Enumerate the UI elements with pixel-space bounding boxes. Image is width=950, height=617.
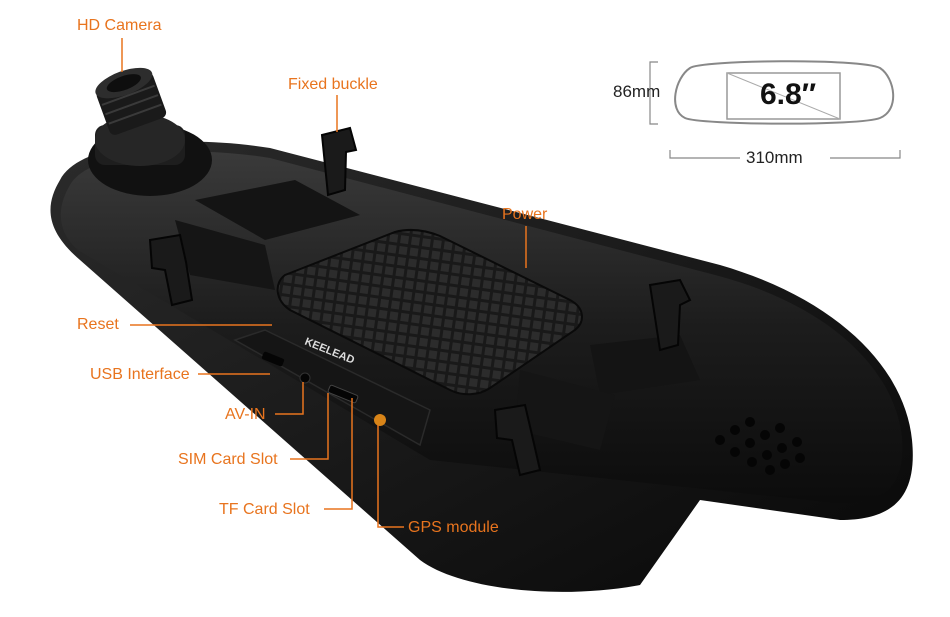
callout-lines xyxy=(121,38,527,528)
port-panel: KEELEAD xyxy=(233,329,431,447)
av-in-label: AV-IN xyxy=(225,406,266,423)
reset-label: Reset xyxy=(77,316,119,333)
tf-card-slot-label: TF Card Slot xyxy=(219,501,310,518)
width-dimension: 310mm xyxy=(746,148,803,167)
power-label: Power xyxy=(502,206,548,223)
speaker-grille xyxy=(715,417,805,475)
gps-module-label: GPS module xyxy=(408,519,499,536)
hd-camera-label: HD Camera xyxy=(77,17,162,34)
usb-interface-label: USB Interface xyxy=(90,366,190,383)
fixed-buckles xyxy=(148,126,692,477)
adhesive-pads xyxy=(175,180,700,450)
sim-card-slot-label: SIM Card Slot xyxy=(178,451,278,468)
fixed-buckle-label: Fixed buckle xyxy=(288,76,378,93)
texture-grip xyxy=(276,228,583,396)
dimension-diagram xyxy=(649,60,901,159)
hd-camera xyxy=(88,67,212,196)
height-dimension: 86mm xyxy=(613,82,661,101)
screen-size: 6.8″ xyxy=(760,78,817,111)
